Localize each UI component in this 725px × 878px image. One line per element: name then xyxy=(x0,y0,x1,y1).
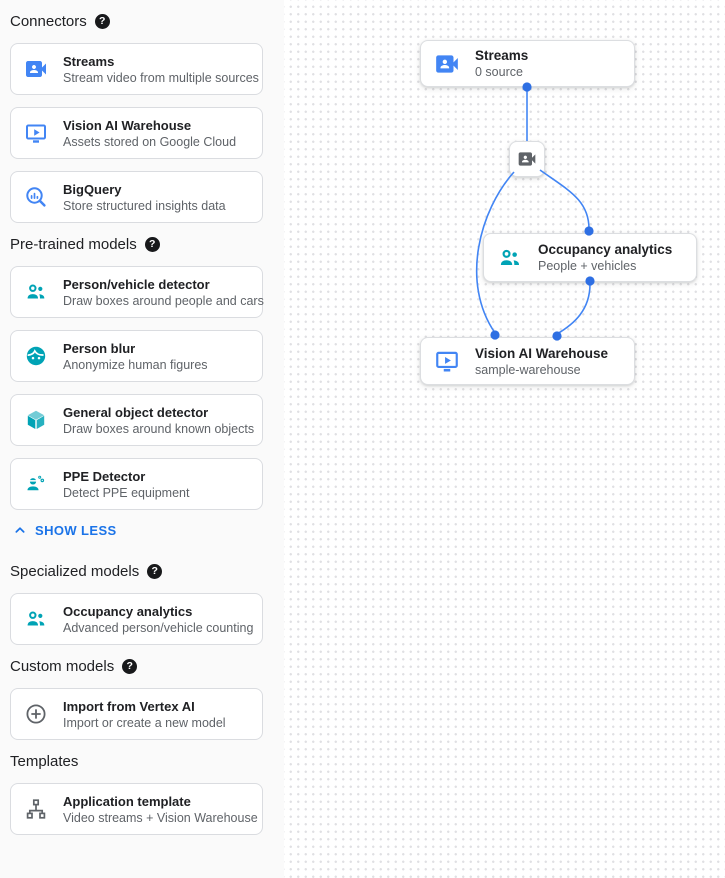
edge-source-to-occupancy xyxy=(539,169,590,230)
section-specialized-models: Specialized models ? Occupancy analytics… xyxy=(10,562,284,645)
node-text: Occupancy analytics People + vehicles xyxy=(538,241,672,274)
palette-card-import-vertex[interactable]: Import from Vertex AI Import or create a… xyxy=(10,688,263,740)
person-blur-icon xyxy=(24,344,48,368)
card-text: Vision AI Warehouse Assets stored on Goo… xyxy=(63,117,236,150)
card-title: Vision AI Warehouse xyxy=(63,117,192,133)
palette-card-person-vehicle-detector[interactable]: Person/vehicle detector Draw boxes aroun… xyxy=(10,266,264,318)
section-title: Connectors xyxy=(10,12,87,30)
card-title: Person blur xyxy=(63,340,136,356)
node-title: Occupancy analytics xyxy=(538,242,673,257)
occupancy-analytics-icon xyxy=(497,245,523,271)
streams-icon xyxy=(434,51,460,77)
section-title: Specialized models xyxy=(10,562,140,580)
import-vertex-icon xyxy=(24,702,48,726)
palette-card-general-object-detector[interactable]: General object detector Draw boxes aroun… xyxy=(10,394,263,446)
person-vehicle-detector-icon xyxy=(24,280,48,304)
node-subtitle: People + vehicles xyxy=(538,259,637,273)
show-less-link[interactable]: SHOW LESS xyxy=(12,522,284,538)
canvas-node-streams[interactable]: Streams 0 source xyxy=(420,40,635,87)
node-subtitle: 0 source xyxy=(475,65,523,79)
card-subtitle: Draw boxes around people and cars xyxy=(63,293,264,308)
card-subtitle: Advanced person/vehicle counting xyxy=(63,620,254,635)
card-text: Application template Video streams + Vis… xyxy=(63,793,258,826)
card-title: Person/vehicle detector xyxy=(63,276,210,292)
section-header-templates: Templates xyxy=(10,752,284,770)
bigquery-icon xyxy=(24,185,48,209)
palette-card-streams[interactable]: Streams Stream video from multiple sourc… xyxy=(10,43,263,95)
component-palette-sidebar: Connectors ? Streams Stream video from m… xyxy=(0,0,284,878)
help-icon[interactable]: ? xyxy=(144,236,160,252)
card-title: BigQuery xyxy=(63,181,122,197)
card-text: General object detector Draw boxes aroun… xyxy=(63,404,254,437)
section-templates: Templates Application template Video str… xyxy=(10,752,284,835)
edge-occupancy-to-warehouse xyxy=(556,283,591,335)
chevron-up-icon xyxy=(12,522,28,538)
section-title: Templates xyxy=(10,752,79,770)
node-subtitle: sample-warehouse xyxy=(475,362,581,377)
section-title: Custom models xyxy=(10,657,115,675)
palette-card-bigquery[interactable]: BigQuery Store structured insights data xyxy=(10,171,263,223)
palette-card-occupancy-analytics[interactable]: Occupancy analytics Advanced person/vehi… xyxy=(10,593,263,645)
section-header-connectors: Connectors ? xyxy=(10,12,284,30)
card-subtitle: Assets stored on Google Cloud xyxy=(63,134,237,149)
occupancy-analytics-icon xyxy=(24,607,48,631)
palette-card-vision-warehouse[interactable]: Vision AI Warehouse Assets stored on Goo… xyxy=(10,107,263,159)
section-title: Pre-trained models xyxy=(10,235,137,253)
card-title: PPE Detector xyxy=(63,468,146,484)
card-title: Import from Vertex AI xyxy=(63,698,195,714)
section-connectors: Connectors ? Streams Stream video from m… xyxy=(10,12,284,223)
pipeline-canvas[interactable]: Streams 0 source Occupancy analytics Peo… xyxy=(284,0,725,878)
card-text: Person blur Anonymize human figures xyxy=(63,340,208,373)
palette-card-application-template[interactable]: Application template Video streams + Vis… xyxy=(10,783,263,835)
palette-card-ppe-detector[interactable]: PPE Detector Detect PPE equipment xyxy=(10,458,263,510)
vision-warehouse-icon xyxy=(434,348,460,374)
card-text: Import from Vertex AI Import or create a… xyxy=(63,698,226,731)
application-template-icon xyxy=(24,797,48,821)
show-less-label: SHOW LESS xyxy=(35,522,117,538)
node-title: Vision AI Warehouse xyxy=(475,345,609,361)
card-text: BigQuery Store structured insights data xyxy=(63,181,226,214)
card-text: Occupancy analytics Advanced person/vehi… xyxy=(63,603,253,636)
video-camera-icon xyxy=(517,149,537,169)
card-subtitle: Store structured insights data xyxy=(63,198,226,213)
canvas-node-occupancy-analytics[interactable]: Occupancy analytics People + vehicles xyxy=(483,233,697,282)
card-title: General object detector xyxy=(63,404,209,420)
section-header-pretrained: Pre-trained models ? xyxy=(10,235,284,253)
canvas-node-vision-warehouse[interactable]: Vision AI Warehouse sample-warehouse xyxy=(420,337,635,385)
canvas-node-stream-source[interactable] xyxy=(509,141,545,177)
streams-icon xyxy=(24,57,48,81)
card-subtitle: Anonymize human figures xyxy=(63,357,208,372)
card-title: Streams xyxy=(63,53,115,69)
section-header-specialized: Specialized models ? xyxy=(10,562,284,580)
node-title: Streams xyxy=(475,48,529,63)
palette-card-person-blur[interactable]: Person blur Anonymize human figures xyxy=(10,330,263,382)
section-custom-models: Custom models ? Import from Vertex AI Im… xyxy=(10,657,284,740)
card-title: Application template xyxy=(63,793,191,809)
vision-warehouse-icon xyxy=(24,121,48,145)
general-object-detector-icon xyxy=(24,408,48,432)
card-subtitle: Import or create a new model xyxy=(63,715,226,730)
card-subtitle: Draw boxes around known objects xyxy=(63,421,255,436)
card-text: PPE Detector Detect PPE equipment xyxy=(63,468,189,501)
card-subtitle: Detect PPE equipment xyxy=(63,485,190,500)
section-pretrained-models: Pre-trained models ? Person/vehicle dete… xyxy=(10,235,284,538)
card-text: Streams Stream video from multiple sourc… xyxy=(63,53,259,86)
node-text: Streams 0 source xyxy=(475,47,528,80)
card-title: Occupancy analytics xyxy=(63,603,193,619)
card-subtitle: Video streams + Vision Warehouse xyxy=(63,810,258,825)
ppe-detector-icon xyxy=(24,472,48,496)
help-icon[interactable]: ? xyxy=(147,563,163,579)
help-icon[interactable]: ? xyxy=(94,13,110,29)
card-text: Person/vehicle detector Draw boxes aroun… xyxy=(63,276,264,309)
card-subtitle: Stream video from multiple sources xyxy=(63,70,259,85)
pipeline-edges xyxy=(475,82,595,341)
help-icon[interactable]: ? xyxy=(122,658,138,674)
section-header-custom: Custom models ? xyxy=(10,657,284,675)
node-text: Vision AI Warehouse sample-warehouse xyxy=(475,345,608,378)
